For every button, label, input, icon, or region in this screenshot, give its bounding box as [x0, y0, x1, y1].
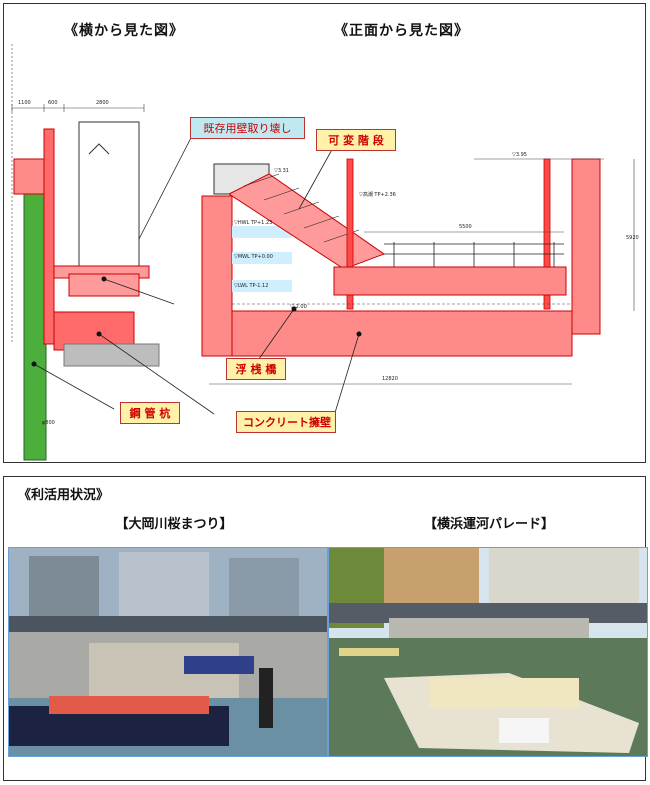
- level-lwl: ▽LWL TP-1.12: [234, 283, 268, 289]
- pier-railing: [384, 242, 564, 267]
- level-surge: ▽高潮 TP+2.36: [359, 191, 396, 198]
- photo-cherry-blossom-festival: [8, 547, 328, 757]
- front-left-wall: [201, 195, 233, 357]
- building-outline: [78, 121, 140, 268]
- side-view-title: 《横から見た図》: [64, 23, 184, 39]
- dim-1100: 1100: [18, 100, 31, 106]
- level-mwl: ▽MWL TP+0.00: [234, 254, 273, 260]
- front-right-wall: [571, 158, 601, 335]
- dim-12820: 12820: [382, 376, 398, 382]
- usage-panel: 《利活用状況》 【大岡川桜まつり】 【横浜運河パレード】: [3, 476, 648, 781]
- front-base-slab: [231, 310, 573, 357]
- side-base: [63, 343, 160, 367]
- dim-600: 600: [48, 100, 58, 106]
- front-post-left: [346, 158, 354, 310]
- water-band-3: [232, 280, 292, 292]
- floating-pier: [333, 266, 567, 296]
- photo-canal-parade: [328, 547, 648, 757]
- dim-2800: 2800: [96, 100, 109, 106]
- callout-variable-stairs: 可 変 階 段: [316, 129, 396, 151]
- level-bottom: ▽-2.00: [290, 304, 307, 310]
- water-band-1: [232, 226, 292, 238]
- level-top: ▽3.95: [512, 152, 527, 158]
- photo-left-title: 【大岡川桜まつり】: [115, 517, 233, 532]
- steel-pile: [23, 171, 47, 461]
- callout-floating-pier: 浮 桟 橋: [226, 358, 286, 380]
- callout-concrete-wall: コンクリート擁壁: [236, 411, 336, 433]
- pier-diagram-panel: 《横から見た図》 《正面から見た図》: [3, 3, 646, 463]
- photo-right-title: 【横浜運河パレード】: [423, 517, 554, 532]
- pile-cap: [13, 158, 45, 195]
- side-post: [43, 128, 55, 345]
- dim-5920: 5920: [626, 235, 639, 241]
- callout-steel-pipe-pile: 鋼 管 杭: [120, 402, 180, 424]
- side-float: [68, 273, 140, 297]
- water-band-2: [232, 252, 292, 264]
- level-top2: ▽3.31: [274, 168, 289, 174]
- pier-drawing: 1100 600 2800 5500 5920 12820 φ800 ▽HWL …: [11, 44, 639, 461]
- usage-section-label: 《利活用状況》: [18, 488, 110, 503]
- dim-5500: 5500: [459, 224, 472, 230]
- callout-wall-removal: 既存用壁取り壊し: [190, 117, 305, 139]
- dim-pile-dia: φ800: [42, 420, 55, 426]
- level-hwl: ▽HWL TP+1.23: [234, 220, 272, 226]
- side-dimension-lines: [11, 44, 145, 344]
- front-view-title: 《正面から見た図》: [334, 23, 469, 39]
